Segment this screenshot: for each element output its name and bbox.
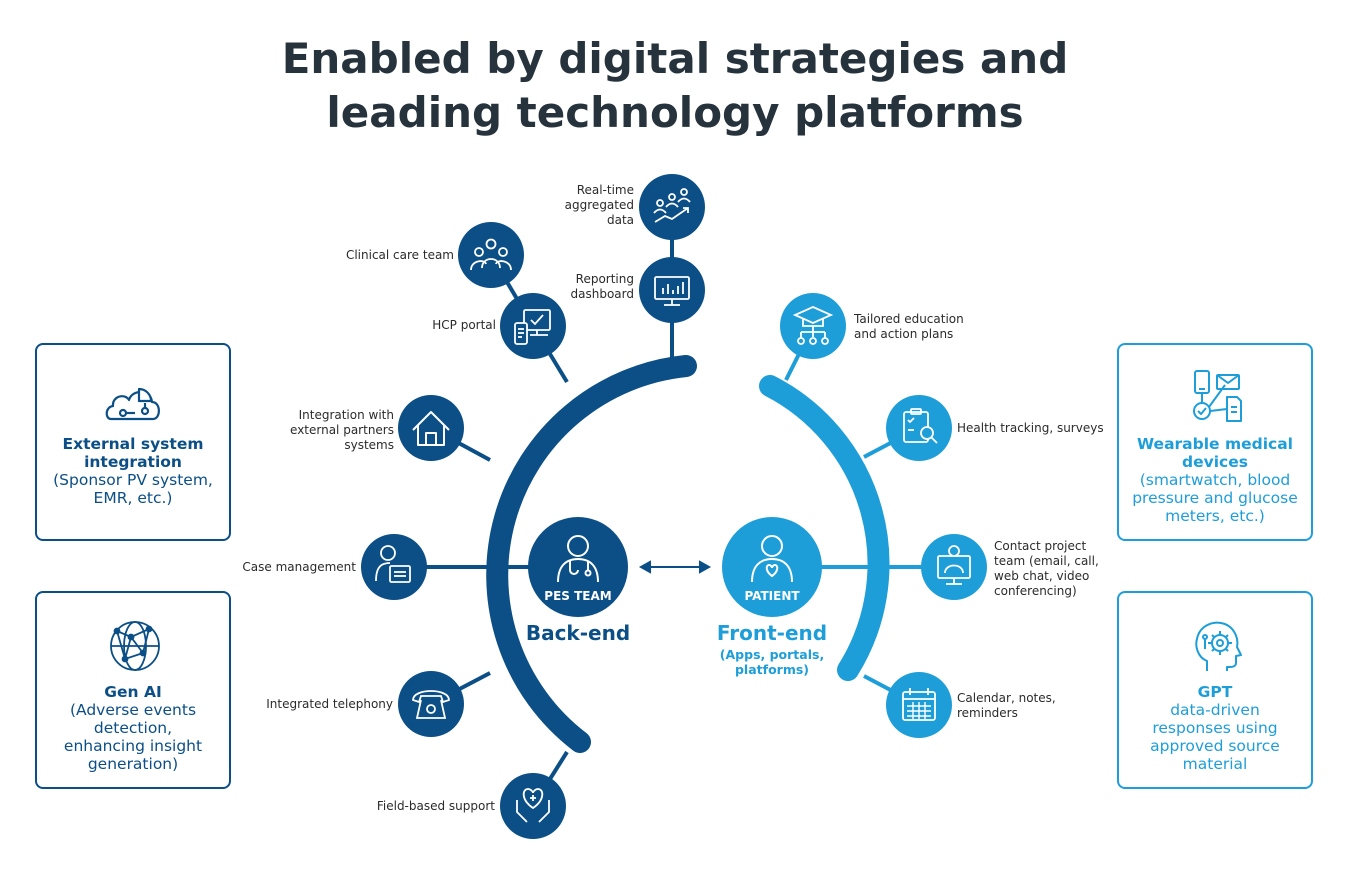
backend-node-field bbox=[500, 773, 566, 839]
frontend-node-calendar bbox=[886, 672, 952, 738]
frontend-node-education bbox=[780, 293, 846, 359]
frontend-node-contact bbox=[921, 534, 987, 600]
ai-head-icon bbox=[1195, 621, 1242, 671]
gpt-text: GPT data-driven responses using approved… bbox=[1129, 683, 1301, 773]
backend-hub: PES TEAM bbox=[528, 517, 628, 617]
label-case: Case management bbox=[242, 560, 356, 574]
label-education: Tailored education and action plans bbox=[854, 312, 964, 341]
telephone-icon bbox=[412, 690, 450, 719]
label-contact: Contact project team (email, call, web c… bbox=[994, 539, 1099, 598]
external-system-text: External system integration (Sponsor PV … bbox=[53, 435, 213, 507]
wearable-devices-text: Wearable medical devices (smartwatch, bl… bbox=[1132, 435, 1298, 525]
gpt-box: GPT data-driven responses using approved… bbox=[1117, 591, 1313, 789]
patient-icon bbox=[751, 535, 793, 583]
backend-node-realtime bbox=[639, 174, 705, 240]
title-line-2: leading technology platforms bbox=[326, 88, 1024, 137]
backend-node-clinical bbox=[458, 222, 524, 288]
backend-node-telephony bbox=[398, 671, 464, 737]
backend-node-hcp bbox=[500, 293, 566, 359]
frontend-node-health bbox=[886, 395, 952, 461]
label-health: Health tracking, surveys bbox=[957, 421, 1104, 435]
label-field: Field-based support bbox=[376, 799, 495, 813]
gen-ai-box: Gen AI (Adverse events detection, enhanc… bbox=[35, 591, 231, 789]
clipboard-search-icon bbox=[903, 408, 938, 444]
label-reporting: Reporting dashboard bbox=[570, 272, 634, 301]
frontend-subtitle: (Apps, portals, platforms) bbox=[719, 647, 825, 677]
label-telephony: Integrated telephony bbox=[266, 697, 393, 711]
heart-hands-icon bbox=[516, 788, 550, 823]
monitor-chart-icon bbox=[654, 276, 690, 306]
backend-node-integration bbox=[398, 395, 464, 461]
gen-ai-text: Gen AI (Adverse events detection, enhanc… bbox=[63, 683, 203, 773]
label-calendar: Calendar, notes, reminders bbox=[957, 691, 1056, 720]
backend-title: Back-end bbox=[525, 621, 631, 645]
backend-badge: PES TEAM bbox=[544, 589, 611, 603]
frontend-hub: PATIENT bbox=[722, 517, 822, 617]
label-realtime: Real-time aggregated data bbox=[564, 183, 634, 227]
video-doctor-icon bbox=[937, 545, 971, 585]
wearable-devices-box: Wearable medical devices (smartwatch, bl… bbox=[1117, 343, 1313, 541]
backend-node-reporting bbox=[639, 257, 705, 323]
frontend-badge: PATIENT bbox=[744, 589, 800, 603]
external-system-box: External system integration (Sponsor PV … bbox=[35, 343, 231, 541]
frontend-arc bbox=[759, 375, 890, 681]
portal-devices-icon bbox=[514, 309, 551, 345]
page-title: Enabled by digital strategies and leadin… bbox=[175, 32, 1175, 140]
label-integration: Integration with external partners syste… bbox=[290, 408, 394, 452]
team-icon bbox=[470, 238, 512, 271]
label-clinical: Clinical care team bbox=[345, 248, 454, 262]
title-line-1: Enabled by digital strategies and bbox=[281, 34, 1069, 83]
neural-globe-icon bbox=[110, 621, 160, 671]
graduation-cap-icon bbox=[792, 306, 834, 345]
case-person-icon bbox=[375, 545, 411, 583]
doctor-icon bbox=[557, 535, 599, 583]
wearable-devices-icon bbox=[1193, 370, 1242, 422]
backend-arc bbox=[486, 355, 697, 753]
house-icon bbox=[412, 411, 450, 446]
cloud-circuit-icon bbox=[105, 387, 160, 421]
label-hcp: HCP portal bbox=[432, 318, 496, 332]
frontend-title: Front-end bbox=[716, 621, 828, 645]
gpt-first-line: GPT data-driven bbox=[1170, 683, 1260, 719]
backend-node-case bbox=[361, 534, 427, 600]
trend-group-icon bbox=[653, 188, 691, 223]
bidirectional-arrow bbox=[638, 560, 712, 574]
calendar-icon bbox=[902, 688, 936, 721]
